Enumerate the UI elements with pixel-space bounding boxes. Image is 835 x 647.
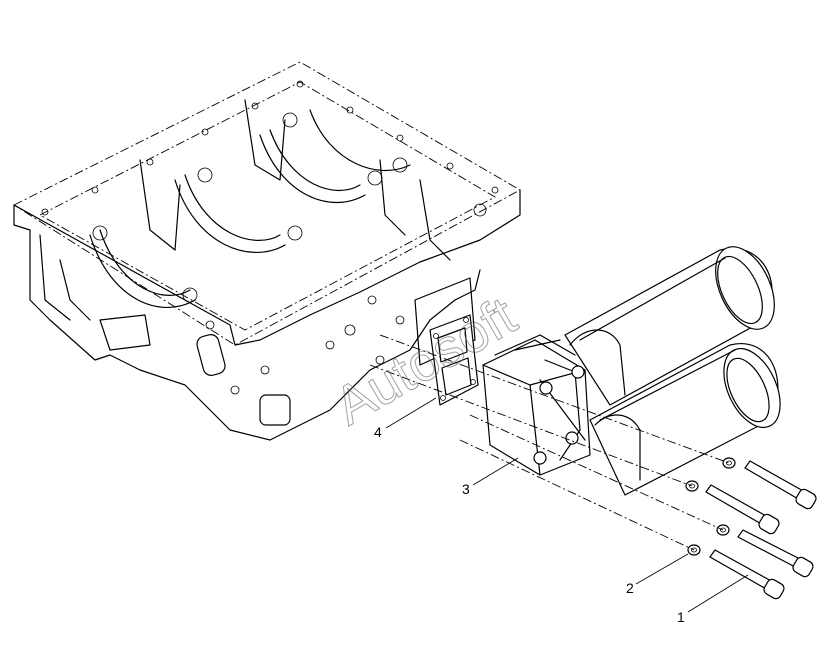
filter-canister-upper (564, 246, 775, 406)
callout-4-label: 4 (374, 424, 382, 440)
engine-block (13, 61, 521, 441)
callout-1-label: 1 (677, 609, 685, 625)
assembly-center-lines (369, 334, 730, 551)
filter-housing-part-3 (482, 334, 591, 476)
washers-part-2 (685, 457, 736, 556)
callout-3-label: 3 (462, 481, 470, 497)
bolts-part-1 (705, 460, 817, 600)
callout-4: 4 (374, 397, 437, 440)
callout-2-label: 2 (626, 580, 634, 596)
filter-canister-lower (589, 343, 781, 496)
gasket-part-4 (429, 314, 479, 406)
callout-3: 3 (462, 457, 519, 497)
callout-1: 1 (677, 574, 749, 625)
callout-2: 2 (626, 553, 689, 596)
